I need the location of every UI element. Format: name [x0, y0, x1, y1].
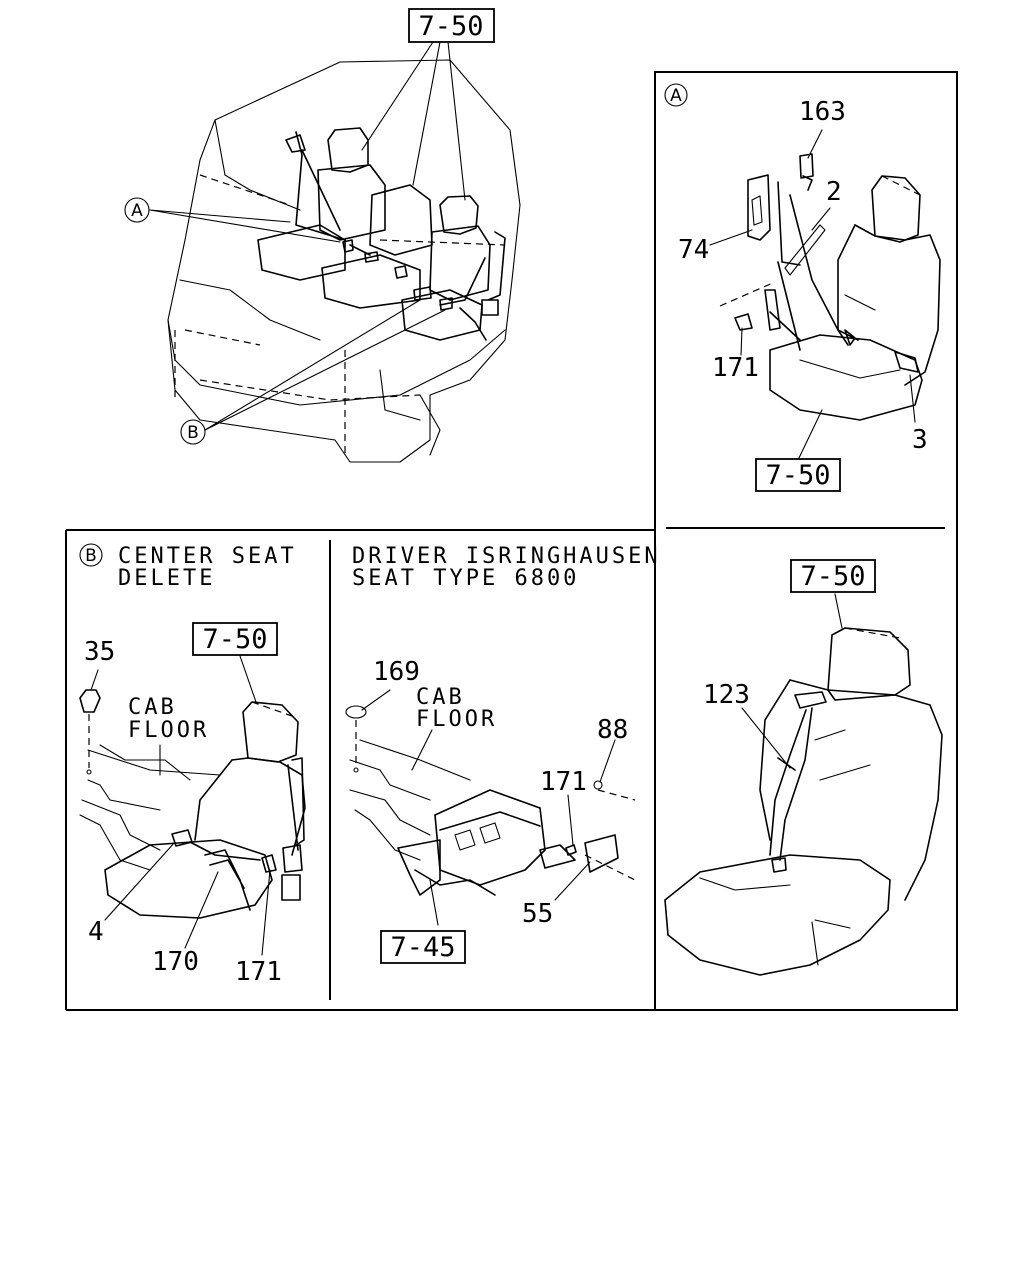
part-35: 35 — [84, 637, 115, 667]
callout-b-label: B — [187, 423, 199, 443]
part-4: 4 — [88, 917, 104, 947]
ref-top-label: 7-50 — [418, 11, 483, 42]
driver-seat-base-drawing — [345, 705, 636, 896]
panel-a-seat-drawing — [719, 153, 941, 421]
part-171-b: 171 — [235, 957, 282, 987]
ref-box-a — [755, 458, 841, 492]
ref-b-label: 7-50 — [202, 624, 267, 655]
panel-b-leaders — [90, 655, 271, 956]
callout-a-circle — [124, 197, 150, 223]
callout-a-label: A — [131, 201, 143, 221]
part-169: 169 — [373, 657, 420, 687]
part-55: 55 — [522, 899, 553, 929]
panel-b-title-line1: CENTER SEAT — [118, 544, 297, 569]
panel-b-cab-label: CAB — [128, 695, 177, 720]
ref-box-b — [192, 622, 278, 656]
driver-title-line2: SEAT TYPE 6800 — [352, 566, 579, 591]
callout-b-circle — [180, 419, 206, 445]
driver-floor-label: FLOOR — [416, 707, 497, 732]
callout-a-leaders — [149, 209, 341, 243]
panel-a-leaders — [709, 129, 916, 461]
cab-overview-drawing — [167, 59, 521, 463]
panel-b-floor-label: FLOOR — [128, 718, 209, 743]
panel-a-callout-circle — [664, 83, 688, 107]
isringhausen-seat-drawing — [664, 627, 943, 976]
ref-box-driver — [380, 930, 466, 964]
ref-box-isri — [790, 559, 876, 593]
panel-a-frame — [654, 71, 958, 1011]
panel-b-callout-label: B — [85, 546, 97, 566]
part-2: 2 — [826, 177, 842, 207]
ref-a-label: 7-50 — [765, 460, 830, 491]
driver-leaders — [361, 689, 616, 926]
driver-cab-label: CAB — [416, 685, 465, 710]
panel-b-title-line2: DELETE — [118, 566, 215, 591]
isringhausen-leaders — [741, 593, 843, 769]
part-123: 123 — [703, 680, 750, 710]
panel-b-callout-circle — [79, 543, 103, 567]
part-171-c: 171 — [540, 767, 587, 797]
part-3: 3 — [912, 425, 928, 455]
part-170: 170 — [152, 947, 199, 977]
ref-driver-label: 7-45 — [390, 932, 455, 963]
part-88: 88 — [597, 715, 628, 745]
callout-b-leaders — [204, 299, 446, 431]
part-74: 74 — [678, 235, 709, 265]
panel-a-callout-label: A — [670, 86, 682, 106]
ref-isri-label: 7-50 — [800, 561, 865, 592]
ref-box-top — [408, 8, 495, 43]
part-163: 163 — [799, 97, 846, 127]
driver-title-line1: DRIVER ISRINGHAUSEN — [352, 544, 661, 569]
ref-top-leaders — [361, 41, 466, 201]
part-171-a: 171 — [712, 353, 759, 383]
